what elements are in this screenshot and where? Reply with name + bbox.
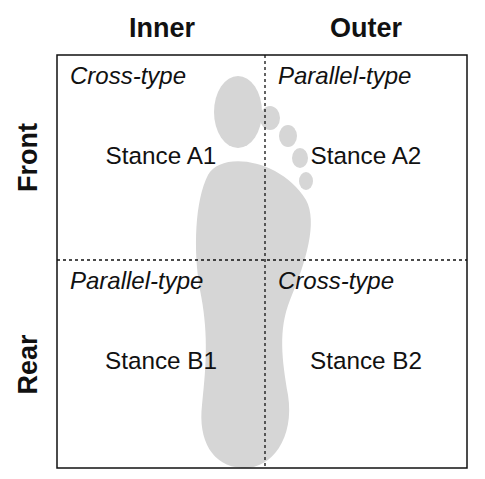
stance-type: Cross-type <box>278 267 394 295</box>
column-header: Inner <box>129 13 195 44</box>
stance-name: Stance B1 <box>58 347 264 375</box>
stance-type: Parallel-type <box>70 267 203 295</box>
stance-type: Parallel-type <box>278 62 411 90</box>
stance-quadrant: Cross-typeStance B2 <box>266 261 466 467</box>
row-header: Front <box>13 123 44 192</box>
stance-quadrant: Cross-typeStance A1 <box>58 56 264 259</box>
row-header: Rear <box>13 334 44 394</box>
column-header: Outer <box>330 13 402 44</box>
stance-name: Stance B2 <box>266 347 466 375</box>
stance-quadrant: Parallel-typeStance B1 <box>58 261 264 467</box>
stance-name: Stance A1 <box>58 142 264 170</box>
stance-name: Stance A2 <box>266 142 466 170</box>
stance-type: Cross-type <box>70 62 186 90</box>
stance-quadrant: Parallel-typeStance A2 <box>266 56 466 259</box>
